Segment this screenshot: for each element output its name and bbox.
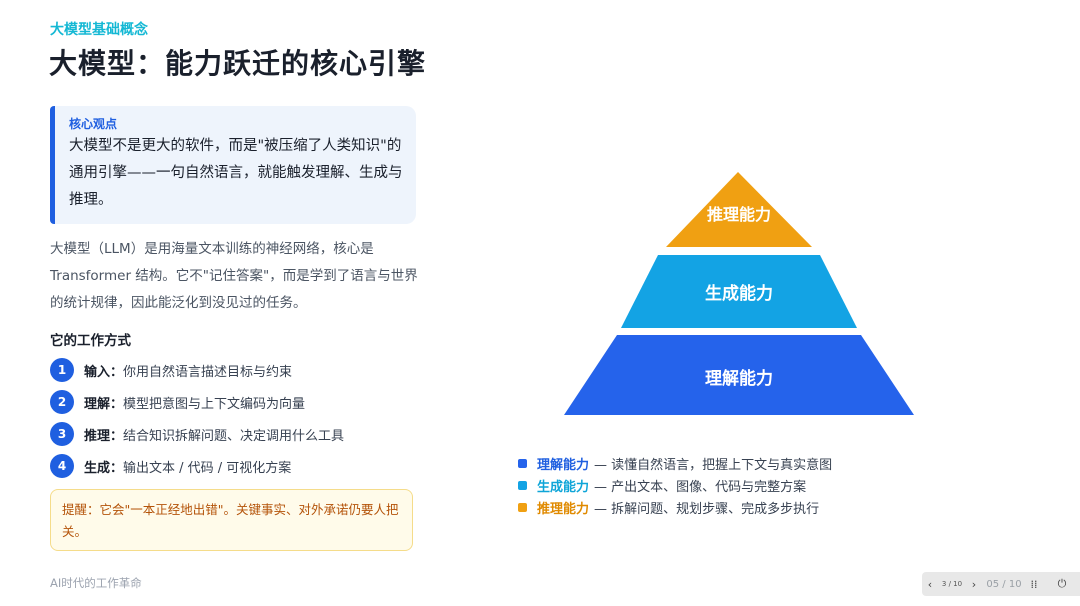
pyramid-level-top (666, 172, 812, 247)
core-callout: 核心观点 大模型不是更大的软件，而是"被压缩了人类知识"的通用引擎——一句自然语… (50, 106, 416, 224)
page-number: 05 / 10 (986, 578, 1022, 590)
step-number-badge: 4 (50, 454, 74, 478)
power-icon[interactable]: ⏻ (1057, 577, 1067, 590)
step-key: 推理： (84, 428, 124, 444)
workflow-step: 2 理解： 模型把意图与上下文编码为向量 (50, 386, 344, 418)
workflow-step: 4 生成： 输出文本 / 代码 / 可视化方案 (50, 450, 344, 482)
legend-desc: — 产出文本、图像、代码与完整方案 (594, 479, 807, 495)
legend-item: 理解能力 — 读懂自然语言，把握上下文与真实意图 (518, 452, 832, 474)
intro-text: 大模型（LLM）是用海量文本训练的神经网络，核心是 Transformer 结构… (50, 241, 418, 311)
legend-item: 生成能力 — 产出文本、图像、代码与完整方案 (518, 474, 832, 496)
footer-text: AI时代的工作革命 (50, 576, 142, 590)
page-title: 大模型：能力跃迁的核心引擎 (49, 47, 427, 80)
section-tag: 大模型基础概念 (50, 22, 148, 38)
step-text: 结合知识拆解问题、决定调用什么工具 (123, 428, 345, 444)
legend-swatch (518, 502, 527, 512)
capability-pyramid: 推理能力 生成能力 理解能力 (564, 172, 914, 415)
pyramid-label-middle: 生成能力 (705, 283, 773, 304)
step-key: 生成： (84, 460, 124, 476)
pyramid-level-bottom (564, 335, 914, 415)
slide-counter: 3 / 10 (941, 580, 963, 588)
legend-desc: — 拆解问题、规划步骤、完成多步执行 (594, 501, 820, 517)
legend-name: 推理能力 (537, 501, 590, 517)
chevron-right-icon[interactable]: › (971, 577, 977, 591)
legend-name: 生成能力 (537, 479, 590, 495)
step-text: 你用自然语言描述目标与约束 (123, 364, 293, 380)
legend-desc: — 读懂自然语言，把握上下文与真实意图 (594, 457, 833, 473)
slide-navigation: ‹ 3 / 10 › 05 / 10 ⁞⁞ ⏻ (922, 572, 1080, 596)
callout-title: 核心观点 (69, 117, 118, 131)
legend-swatch (518, 458, 527, 468)
workflow-title: 它的工作方式 (50, 333, 131, 349)
grid-icon[interactable]: ⁞⁞ (1030, 577, 1038, 591)
step-key: 理解： (84, 396, 124, 412)
workflow-step: 1 输入： 你用自然语言描述目标与约束 (50, 354, 344, 386)
step-number-badge: 3 (50, 422, 74, 446)
pyramid-level-middle (621, 255, 857, 328)
step-key: 输入： (84, 364, 124, 380)
legend-item: 推理能力 — 拆解问题、规划步骤、完成多步执行 (518, 496, 832, 518)
workflow-steps: 1 输入： 你用自然语言描述目标与约束 2 理解： 模型把意图与上下文编码为向量… (50, 354, 344, 482)
pyramid-legend: 理解能力 — 读懂自然语言，把握上下文与真实意图 生成能力 — 产出文本、图像、… (518, 452, 832, 518)
pyramid-label-bottom: 理解能力 (705, 368, 773, 389)
step-number-badge: 1 (50, 358, 74, 382)
legend-name: 理解能力 (537, 457, 590, 473)
callout-body: 大模型不是更大的软件，而是"被压缩了人类知识"的通用引擎——一句自然语言，就能触… (69, 138, 403, 208)
step-text: 输出文本 / 代码 / 可视化方案 (123, 460, 292, 476)
chevron-left-icon[interactable]: ‹ (927, 577, 933, 591)
warning-box: 提醒：它会"一本正经地出错"。关键事实、对外承诺仍要人把关。 (50, 489, 413, 551)
pyramid-label-top: 推理能力 (707, 205, 771, 224)
step-number-badge: 2 (50, 390, 74, 414)
legend-swatch (518, 480, 527, 490)
step-text: 模型把意图与上下文编码为向量 (123, 396, 306, 412)
workflow-step: 3 推理： 结合知识拆解问题、决定调用什么工具 (50, 418, 344, 450)
